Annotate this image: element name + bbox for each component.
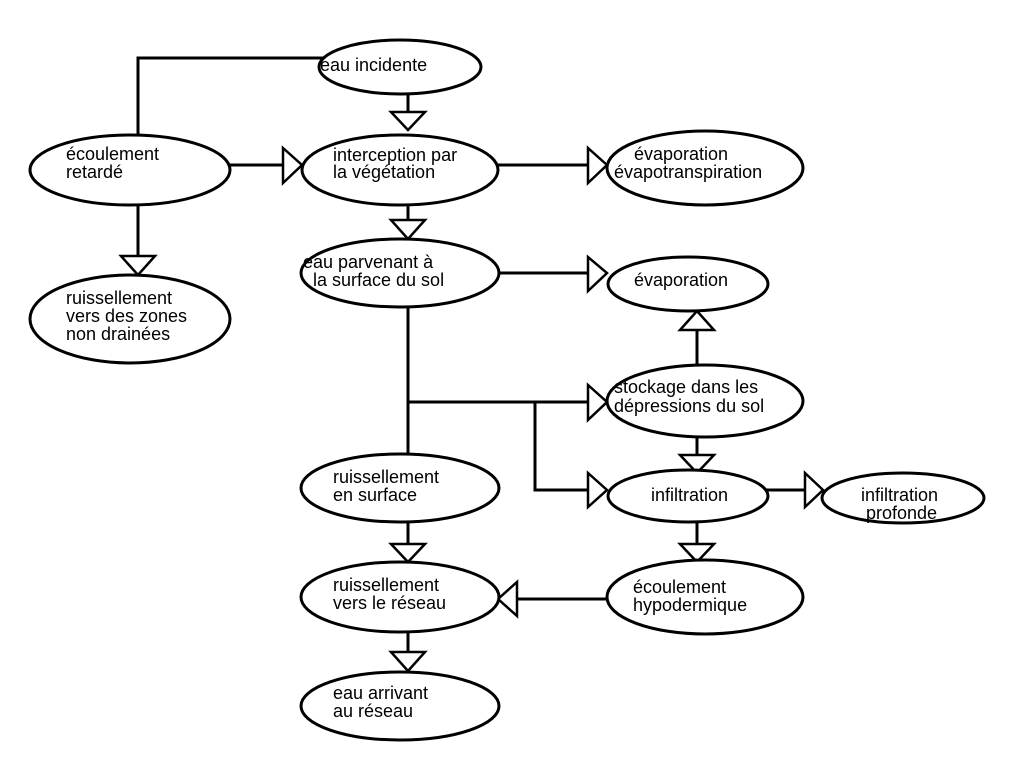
node-ellipse [299, 560, 501, 634]
node-label: ruissellement [66, 288, 172, 308]
arrowhead-left [496, 579, 519, 619]
connector-eau-incidente-to-ecoulement-retarde [136, 56, 330, 140]
node-interception-vegetation: interception par la végétation [300, 133, 500, 207]
arrow-line [533, 402, 588, 492]
node-label: non drainées [66, 324, 170, 344]
node-ellipse [28, 133, 232, 207]
node-ellipse [605, 558, 805, 636]
arrowhead-down [118, 254, 158, 277]
node-infiltration: infiltration [606, 468, 770, 524]
node-ellipse [606, 255, 770, 313]
arrowhead-down [388, 542, 428, 564]
node-label: évapotranspiration [614, 162, 762, 182]
node-label: retardé [66, 162, 123, 182]
node-eau-arrivant-reseau: eau arrivant au réseau [299, 670, 501, 742]
node-ellipse [317, 38, 483, 96]
node-ellipse [605, 363, 805, 439]
node-label: évaporation [634, 144, 728, 164]
arrowhead-right [586, 254, 609, 294]
node-ellipse [300, 133, 500, 207]
node-label: stockage dans les [614, 377, 758, 397]
arrow-ecoulement-hypodermique-to-ruissellement-reseau [496, 579, 612, 619]
node-label: eau incidente [320, 55, 427, 75]
node-evaporation: évaporation [606, 255, 770, 313]
node-ellipse [606, 468, 770, 524]
node-label: au réseau [333, 701, 413, 721]
node-eau-parvenant-surface-sol: eau parvenant à la surface du sol [299, 237, 501, 309]
node-label: profonde [866, 503, 937, 523]
node-label: en surface [333, 485, 417, 505]
arrowhead-right [586, 382, 609, 423]
node-label: interception par [333, 145, 457, 165]
arrowhead-right [586, 470, 609, 510]
node-ruissellement-zones-non-drainees: ruissellement vers des zones non drainée… [28, 273, 232, 365]
node-ellipse [820, 471, 986, 525]
arrowhead-right [803, 470, 825, 510]
arrowhead-right [281, 145, 304, 186]
node-stockage-depressions-sol: stockage dans les dépressions du sol [605, 363, 805, 439]
node-label: eau arrivant [333, 683, 428, 703]
node-label: dépressions du sol [614, 396, 764, 416]
node-label: la surface du sol [313, 270, 444, 290]
arrowhead-down [677, 542, 717, 564]
arrow-eau-parvenant-to-evaporation [493, 254, 609, 294]
node-ruissellement-surface: ruissellement en surface [299, 452, 501, 524]
node-label: écoulement [66, 144, 159, 164]
node-eau-incidente: eau incidente [317, 38, 483, 96]
arrow-eau-parvenant-to-infiltration [533, 402, 609, 510]
arrow-eau-parvenant-to-stockage [408, 382, 609, 423]
node-label: écoulement [633, 577, 726, 597]
arrow-ecoulement-retarde-to-ruissellement-zones [118, 200, 158, 277]
node-label: ruissellement [333, 467, 439, 487]
node-label: ruissellement [333, 575, 439, 595]
node-infiltration-profonde: infiltration profonde [820, 471, 986, 525]
node-label: évaporation [634, 270, 728, 290]
node-ellipse [28, 273, 232, 365]
node-label: vers le réseau [333, 593, 446, 613]
arrowhead-up [677, 309, 717, 332]
arrowhead-down [388, 650, 428, 673]
node-evaporation-evapotranspiration: évaporation évapotranspiration [605, 129, 805, 207]
arrow-infiltration-to-infiltration-profonde [763, 470, 825, 510]
node-ecoulement-retarde: écoulement retardé [28, 133, 232, 207]
node-label: infiltration [651, 485, 728, 505]
node-label: vers des zones [66, 306, 187, 326]
arrowhead-down [388, 218, 428, 241]
arrowhead-down [388, 110, 428, 132]
arrowhead-right [586, 145, 609, 186]
node-ecoulement-hypodermique: écoulement hypodermique [605, 558, 805, 636]
node-label: infiltration [861, 485, 938, 505]
arrow-stockage-to-evaporation [677, 309, 717, 370]
node-label: la végétation [333, 162, 435, 182]
connector-line [136, 56, 330, 140]
arrow-interception-to-evaporation-evapotranspiration [493, 145, 609, 186]
node-label: hypodermique [633, 595, 747, 615]
node-label: eau parvenant à [303, 252, 434, 272]
node-ruissellement-reseau: ruissellement vers le réseau [299, 560, 501, 634]
node-ellipse [299, 670, 501, 742]
node-ellipse [299, 237, 501, 309]
node-ellipse [299, 452, 501, 524]
arrow-ecoulement-retarde-to-interception [225, 145, 304, 186]
node-ellipse [605, 129, 805, 207]
arrowhead-down [677, 453, 717, 475]
